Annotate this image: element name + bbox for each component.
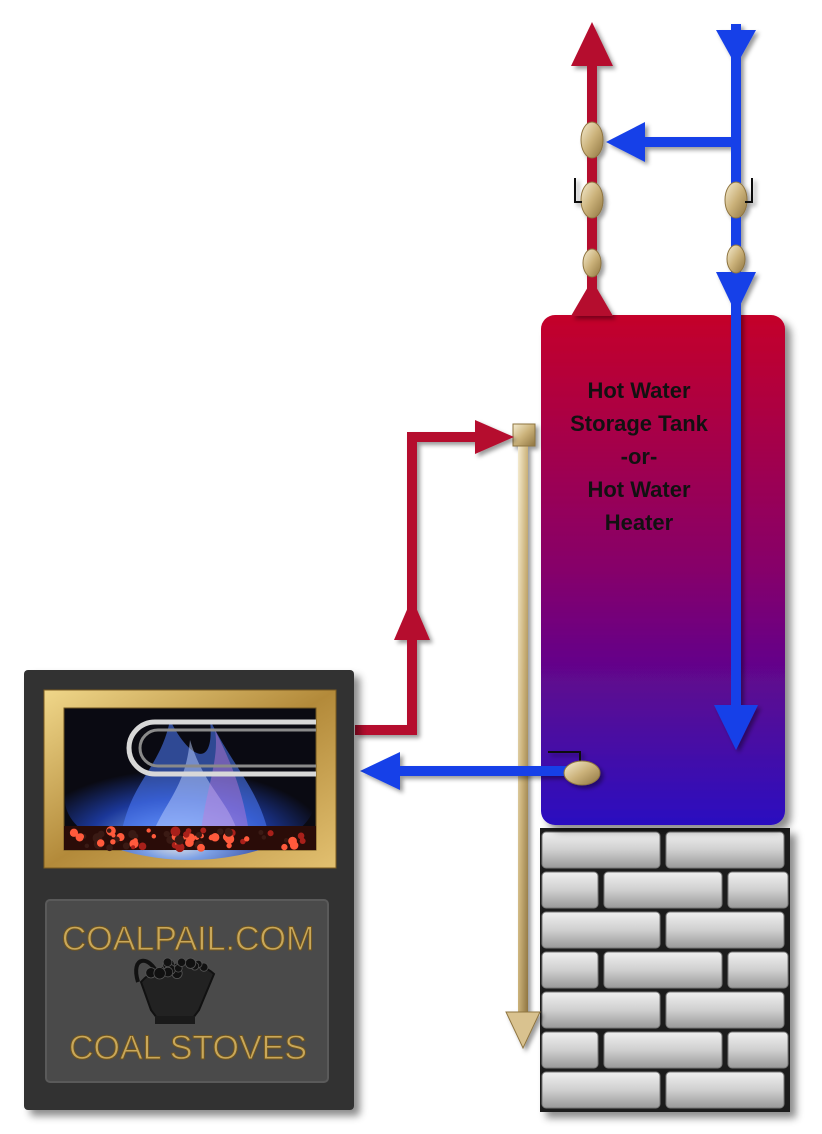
ember [133,838,138,843]
brick [541,871,599,909]
brick [727,1031,789,1069]
ember [261,835,267,840]
tank-outlet-arrow-up-icon [571,280,613,316]
ember [208,835,214,841]
ember [174,835,185,845]
ember [224,828,233,837]
cold-shutoff-valve [724,181,748,219]
ember [111,833,116,838]
brick [727,951,789,989]
ember [69,828,79,837]
ember [122,842,130,850]
brick [603,1031,723,1069]
brick [603,871,723,909]
ember [138,842,147,851]
coal-lump [153,967,166,980]
hot-flow-arrow-right-icon [475,420,514,454]
ember [163,830,170,838]
cold-union-fitting [726,244,746,274]
tank-inlet-arrow-down-icon [716,272,756,314]
ember [197,843,205,852]
brick [541,911,661,949]
hot-flow-arrow-up-icon [394,598,430,640]
cold-return-pipe [360,751,601,790]
hot-water-storage-tank: Hot Water Storage Tank -or- Hot Water He… [541,315,785,825]
brick [665,831,785,869]
ember [244,836,250,842]
brand-bottom-text: COAL STOVES [69,1029,307,1067]
tank-cold-inlet-pipe [606,24,758,750]
ember [267,830,274,837]
tank-label-line-2: Storage Tank [570,411,709,436]
cold-inlet-arrow-down-icon [716,30,756,66]
brick [665,1071,785,1109]
ember [132,833,139,840]
ember [84,843,90,849]
ember [258,829,264,835]
hot-shutoff-valve [580,181,604,219]
ember [146,828,151,833]
brand-top-text: COALPAIL.COM [62,920,315,958]
cold-flow-arrow-left-icon [360,752,400,790]
tank-fitting [512,423,536,447]
brick [541,831,661,869]
tank-label-line-5: Heater [605,510,674,535]
ember [170,826,181,837]
mixing-valve [580,121,604,159]
ember [195,831,203,839]
drain-valve [563,760,601,786]
ember [96,839,105,847]
coal-pail-icon [134,957,216,1024]
coal-lump [184,957,197,969]
bypass-arrow-left-icon [606,122,645,162]
drain-pipe [505,423,541,1050]
ember [183,831,190,838]
ember [110,839,116,845]
tank-label-line-3: -or- [621,444,658,469]
brick [665,991,785,1029]
brick [541,1031,599,1069]
brick [727,871,789,909]
ember [299,837,306,844]
coal-lump [177,957,187,967]
coal-lump [162,957,173,968]
tank-label-line-1: Hot Water [587,378,691,403]
brick [603,951,723,989]
hot-supply-pipe [355,420,514,735]
ember [217,828,224,835]
ember [106,844,113,852]
ember [281,843,288,851]
brick-base [540,828,790,1112]
hot-union-fitting [582,248,602,278]
brick [541,951,599,989]
ember [226,842,232,849]
coal-stove: COALPAIL.COM COAL STOVES [24,670,354,1110]
ember [175,842,185,853]
drain-arrow-down-icon [505,1011,541,1050]
brick [541,991,661,1029]
brick [665,911,785,949]
ember [97,830,105,838]
dip-tube-arrow-down-icon [714,705,758,750]
coal-bed [64,826,316,853]
hot-outlet-arrow-up-icon [571,22,613,66]
ember [106,828,112,833]
ember [131,845,136,850]
ember [283,837,289,843]
ember [288,836,297,846]
ember [77,833,85,841]
heat-exchanger-coil [126,719,316,777]
ember [210,832,220,842]
tank-label-line-4: Hot Water [587,477,691,502]
brick [541,1071,661,1109]
ember [151,834,157,839]
ember [200,827,207,834]
tank-hot-outlet-pipe [571,22,613,316]
